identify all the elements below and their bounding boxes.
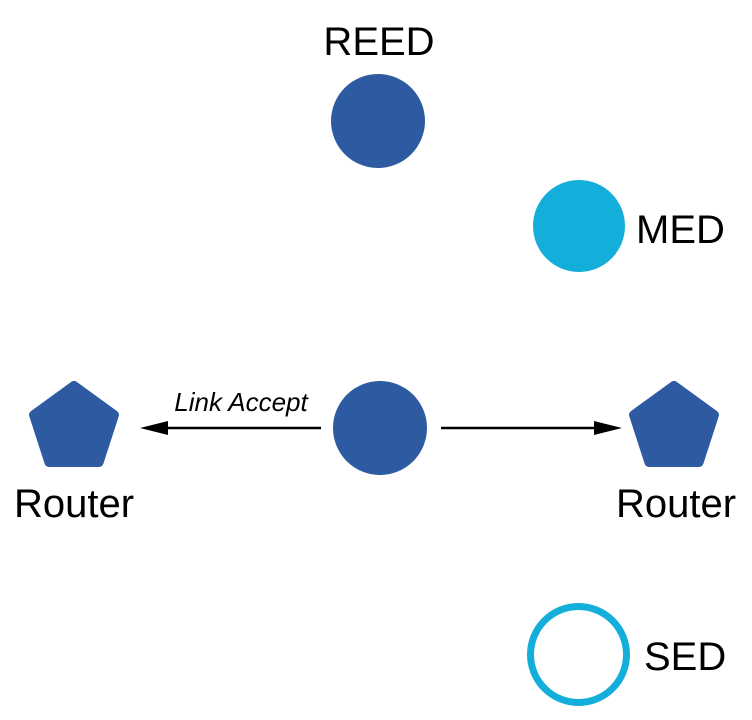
right-arrow-icon [441,421,622,435]
router-left-label: Router [13,482,135,526]
med-node-circle [533,180,625,272]
router-right-pentagon-icon [629,381,719,467]
router-right-label: Router [615,482,737,526]
reed-node-circle [331,74,425,168]
center-node-circle [333,381,427,475]
sed-node-ring [527,603,630,706]
router-left-pentagon-icon [29,381,119,467]
left-arrow-icon [140,421,321,435]
link-accept-edge-label: Link Accept [174,387,308,417]
med-node-label: MED [636,208,725,252]
sed-node-label: SED [644,635,727,679]
reed-node-label: REED [323,20,435,64]
